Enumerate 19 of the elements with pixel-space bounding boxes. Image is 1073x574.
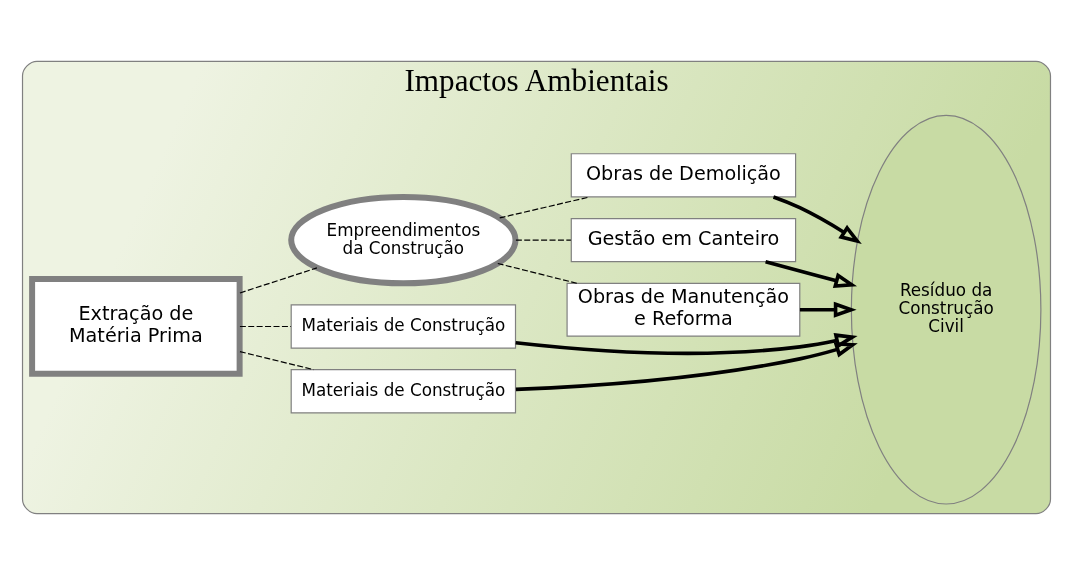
arrow	[515, 332, 858, 355]
arrow	[799, 301, 857, 318]
connector	[515, 239, 572, 241]
node-ellipse: Empreendimentos da Construção	[288, 193, 519, 286]
node-box: Extração de Matéria Prima	[29, 275, 243, 377]
arrow	[515, 341, 858, 391]
node-ellipse: Resíduo da Construção Civil	[850, 114, 1042, 505]
connector	[239, 266, 318, 294]
connector	[497, 262, 578, 284]
connector	[239, 325, 292, 327]
node-box: Materiais de Construção	[290, 368, 517, 413]
node-box: Obras de Demolição	[570, 152, 797, 198]
node-box: Obras de Manutenção e Reforma	[566, 282, 801, 337]
node-box: Gestão em Canteiro	[570, 217, 797, 262]
arrow	[772, 194, 862, 244]
connector	[239, 350, 315, 370]
node-box: Materiais de Construção	[290, 303, 517, 349]
arrow	[765, 259, 858, 288]
connector	[499, 195, 591, 218]
